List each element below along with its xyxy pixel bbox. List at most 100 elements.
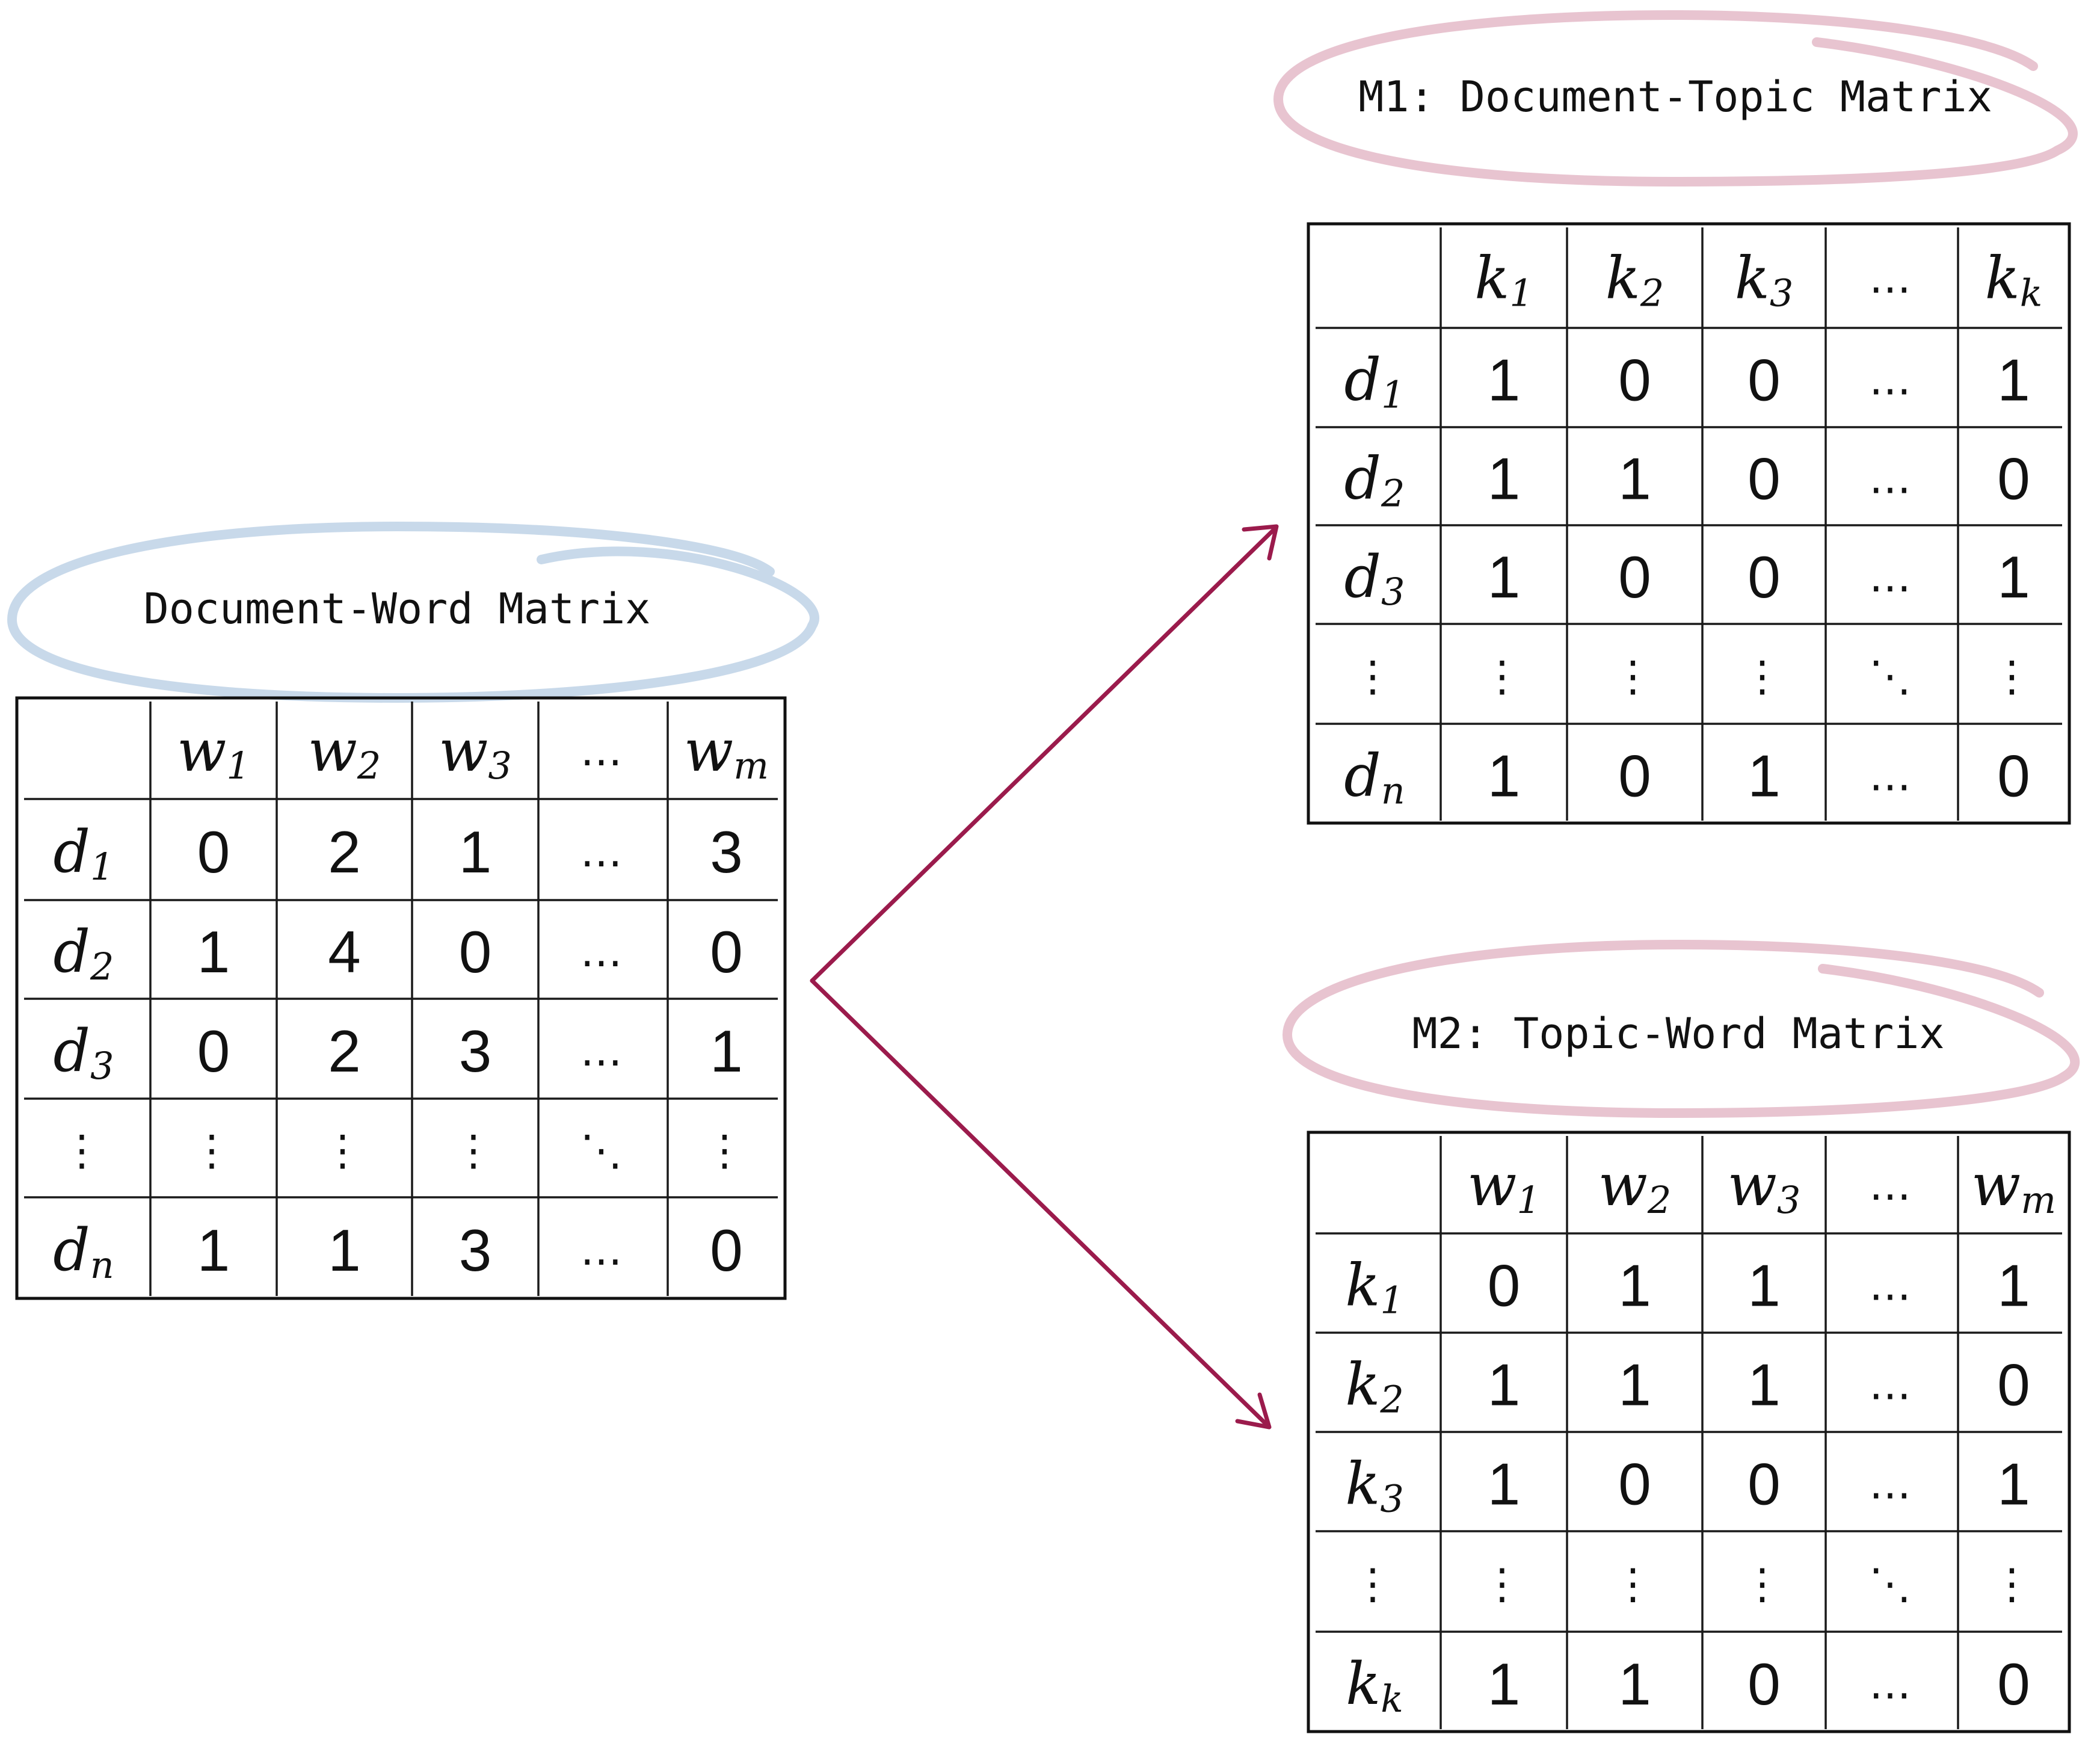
m2-row-header-base: k xyxy=(1346,1650,1381,1718)
m2-cell: 1 xyxy=(1997,1253,2030,1319)
m2-col-header-base: w xyxy=(1598,1152,1648,1219)
m1-col-header-base: k xyxy=(1474,245,1509,312)
doc-word-cell: 0 xyxy=(197,1018,230,1084)
doc-word-cell: 0 xyxy=(197,819,230,885)
doc-word-col-header-subscript: 2 xyxy=(357,744,381,788)
m2-row-header: k1 xyxy=(1345,1252,1404,1322)
doc-word-row-header-subscript: 1 xyxy=(90,845,114,889)
m1-cell: ⋮ xyxy=(1991,652,2037,701)
doc-word-col-header-base: w xyxy=(684,717,733,785)
m2-cell: 1 xyxy=(1488,1651,1521,1717)
doc-word-row-header-subscript: 2 xyxy=(90,945,114,989)
m1-cell: 0 xyxy=(1618,544,1651,610)
m2-cell: 1 xyxy=(1997,1451,2030,1517)
m2-frame xyxy=(1307,1131,2071,1733)
m2-cell: ⋮ xyxy=(1991,1560,2037,1609)
doc-word-col-header: w1 xyxy=(177,717,250,788)
doc-word-row-header: d2 xyxy=(54,918,114,989)
m2-cell: … xyxy=(1869,1360,1915,1410)
m2-label-group: M2: Topic-Word Matrix xyxy=(1282,939,2080,1118)
doc-word-col-header-base: w xyxy=(308,717,357,785)
m1-cell: 1 xyxy=(1488,743,1521,809)
m2-cell: 1 xyxy=(1488,1451,1521,1517)
m2-col-header-subscript: 3 xyxy=(1777,1178,1800,1222)
m1-cell: 1 xyxy=(1747,743,1781,809)
m2-row-header-subscript: 2 xyxy=(1379,1377,1403,1421)
arrow-to-m1 xyxy=(810,526,1278,983)
doc-word-col-header: wm xyxy=(684,717,769,788)
doc-word-row-header: dn xyxy=(53,1217,114,1287)
m2-row-header-base: k xyxy=(1345,1252,1380,1319)
m2-col-header: wm xyxy=(1971,1152,2056,1222)
doc-word-cell: … xyxy=(580,927,626,976)
m1-row-header: d1 xyxy=(1344,347,1405,417)
m1-cell: ⋮ xyxy=(1741,652,1787,701)
doc-word-frame xyxy=(15,696,787,1300)
m1-col-header-base: k xyxy=(1735,245,1770,312)
doc-word-cell: 0 xyxy=(710,919,743,985)
doc-word-label: Document-Word Matrix xyxy=(144,584,651,634)
m2-row-header-subscript: k xyxy=(1381,1677,1403,1721)
doc-word-cell: 1 xyxy=(710,1018,743,1084)
m2-row-header-subscript: 1 xyxy=(1380,1278,1403,1322)
doc-word-row-header-subscript: n xyxy=(90,1243,114,1287)
m1-cell: … xyxy=(1869,552,1915,602)
m2-row-header-base: k xyxy=(1345,1351,1380,1419)
m2-cell: 0 xyxy=(1997,1352,2030,1418)
doc-word-cell: ⋮ xyxy=(704,1126,750,1175)
doc-word-cell: 1 xyxy=(328,1217,361,1283)
arrows xyxy=(810,524,1279,1430)
m2-col-header-subscript: m xyxy=(2021,1178,2056,1222)
m2-col-header: w1 xyxy=(1467,1152,1541,1222)
doc-word-cell: 3 xyxy=(459,1217,492,1283)
m2-cell: ⋮ xyxy=(1741,1560,1787,1609)
doc-word-col-header-subscript: 1 xyxy=(226,744,250,788)
doc-word-cell: 2 xyxy=(328,1018,361,1084)
m1-row-header: dn xyxy=(1344,742,1405,813)
m1-cell: ⋮ xyxy=(1612,652,1658,701)
doc-word-col-header-subscript: 3 xyxy=(488,744,511,788)
m2-row-header-base: ⋮ xyxy=(1352,1560,1397,1609)
doc-word-cell: 1 xyxy=(197,919,230,985)
m2-cell: 1 xyxy=(1618,1253,1651,1319)
doc-word-cell: ⋮ xyxy=(191,1126,236,1175)
m2-col-header-base: w xyxy=(1467,1152,1516,1219)
m1-col-header-base: k xyxy=(1606,245,1640,312)
m2-cell: 0 xyxy=(1747,1451,1781,1517)
m1-cell: … xyxy=(1869,356,1915,405)
m2-cell: 1 xyxy=(1488,1352,1521,1418)
doc-word-col-header-base: w xyxy=(177,717,226,785)
m2-row-header-base: k xyxy=(1345,1451,1380,1518)
arrow-to-m1-head xyxy=(1242,524,1279,561)
doc-word-row-header: d1 xyxy=(54,818,114,889)
doc-word-cell: 2 xyxy=(328,819,361,885)
arrow-to-m2 xyxy=(810,978,1270,1428)
m1-col-header: … xyxy=(1869,254,1915,303)
doc-word-cell: ⋮ xyxy=(452,1126,498,1175)
doc-word-cell: … xyxy=(580,1226,626,1275)
arrow-to-m2-head xyxy=(1235,1392,1272,1430)
m1-col-header: kk xyxy=(1985,245,2043,315)
m1-cell: ⋮ xyxy=(1481,652,1527,701)
m2-cell: … xyxy=(1869,1460,1915,1509)
doc-word-label-group: Document-Word Matrix xyxy=(7,521,819,703)
m1-row-header: d2 xyxy=(1344,445,1405,516)
m2-col-header-subscript: 1 xyxy=(1516,1178,1540,1222)
m2-row-header: k2 xyxy=(1345,1351,1404,1422)
m2-col-header-base: w xyxy=(1971,1152,2021,1219)
m1-cell: 0 xyxy=(1618,743,1651,809)
m1-col-header-subscript: k xyxy=(2020,271,2043,315)
doc-word-col-header: w2 xyxy=(308,717,381,788)
m2-col-header: w3 xyxy=(1728,1152,1801,1222)
m1-col-header-base: k xyxy=(1985,245,2020,312)
doc-word-cell: … xyxy=(580,1026,626,1076)
doc-word-cell: 1 xyxy=(459,819,492,885)
doc-word-row-header-base: ⋮ xyxy=(61,1126,106,1175)
m1-cell: ⋱ xyxy=(1869,652,1915,701)
doc-word-row-header-base: d xyxy=(53,1217,90,1284)
m1-row-header-base: d xyxy=(1344,742,1381,810)
m1-row-header-subscript: 1 xyxy=(1381,372,1405,416)
m2-row-header: kk xyxy=(1346,1650,1403,1721)
m1-col-header-base: … xyxy=(1869,254,1915,303)
